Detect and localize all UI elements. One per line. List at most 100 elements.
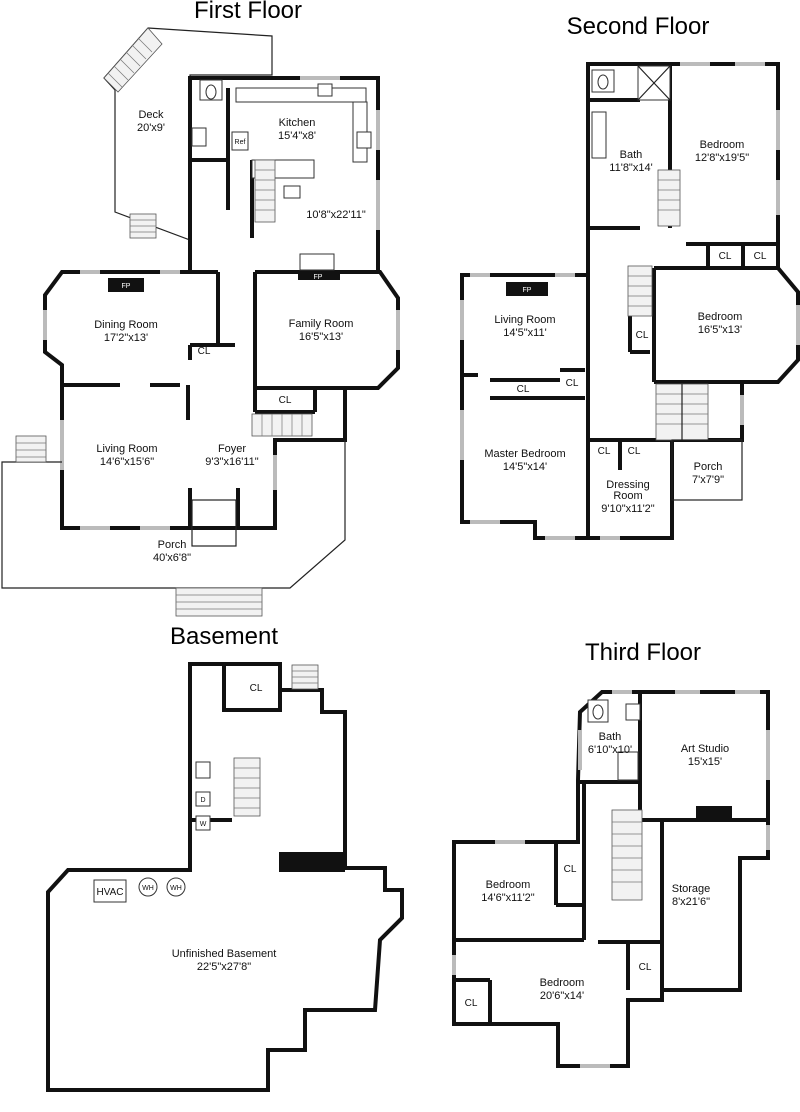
dining-fireplace	[108, 278, 144, 292]
basement-chimney	[279, 852, 345, 872]
vanity-icon	[591, 111, 607, 159]
art-studio-size: 15'x15'	[688, 756, 722, 768]
water-heater-1-icon	[138, 877, 158, 897]
master-bedroom-name: Master Bedroom	[484, 448, 565, 460]
kitchen-ext-size: 10'8"x22'11"	[306, 209, 366, 221]
second-closet-2: CL	[754, 251, 767, 262]
second-floor-title: Second Floor	[567, 13, 710, 40]
foyer-name: Foyer	[218, 443, 246, 455]
foyer-size: 9'3"x16'11"	[205, 456, 258, 468]
kitchen-sink-icon	[317, 83, 333, 97]
second-fp-label: FP	[523, 287, 532, 294]
dining-room-name: Dining Room	[94, 319, 158, 331]
first-floor-outer-wall	[43, 76, 400, 530]
second-floor: Second Floor	[460, 13, 800, 540]
unfinished-basement-name: Unfinished Basement	[172, 948, 277, 960]
third-floor-outer-wall	[452, 690, 770, 1068]
dressing-room-line1: Dressing	[606, 479, 649, 491]
porch-size: 40'x6'8"	[153, 552, 191, 564]
family-room-size: 16'5"x13'	[299, 331, 343, 343]
basement-closet-label: CL	[250, 683, 263, 694]
second-bedroom2-size: 16'5"x13'	[698, 324, 742, 336]
water-heater-2-icon	[166, 877, 186, 897]
third-bath-size: 6'10"x10'	[588, 744, 632, 756]
dining-room-size: 17'2"x13'	[104, 332, 148, 344]
basement-title: Basement	[170, 623, 278, 650]
second-bedroom2-name: Bedroom	[698, 311, 743, 323]
dryer-label: D	[200, 797, 205, 804]
art-studio-name: Art Studio	[681, 743, 729, 755]
third-floor-windows	[452, 690, 770, 1068]
basement: Basement D W CL HVAC WH WH Unfinished Ba…	[46, 623, 404, 1092]
living-room-name: Living Room	[96, 443, 157, 455]
second-porch-outline	[671, 439, 743, 501]
studio-fireplace	[696, 806, 732, 820]
second-bedroom1-size: 12'8"x19'5"	[695, 152, 749, 164]
first-floor-porch	[1, 435, 346, 617]
foyer-closet-label: CL	[279, 395, 292, 406]
third-floor-stairs	[611, 809, 643, 901]
dressing-room-size: 9'10"x11'2"	[601, 503, 654, 515]
second-closet-3: CL	[636, 330, 649, 341]
dryer-icon	[195, 791, 211, 807]
living-room-size: 14'6"x15'6"	[100, 456, 154, 468]
first-floor-title: First Floor	[194, 0, 302, 24]
third-closet-3: CL	[465, 998, 478, 1009]
second-floor-fixtures: FP	[506, 65, 709, 441]
powder-sink-icon	[191, 127, 207, 147]
second-bath-name: Bath	[620, 149, 643, 161]
second-closet-6: CL	[598, 446, 611, 457]
storage-size: 8'x21'6"	[672, 896, 710, 908]
deck-name: Deck	[138, 109, 164, 121]
third-closet-1: CL	[564, 864, 577, 875]
second-closet-5: CL	[566, 378, 579, 389]
third-bath-name: Bath	[599, 731, 622, 743]
third-bedroom1-name: Bedroom	[486, 879, 531, 891]
third-bedroom2-name: Bedroom	[540, 977, 585, 989]
wh-label-1: WH	[142, 885, 154, 892]
bathtub-icon	[617, 751, 639, 781]
second-rear-stairs	[657, 169, 681, 227]
third-closet-2: CL	[639, 962, 652, 973]
deck-stairs	[103, 27, 163, 239]
dressing-room-line2: Room	[613, 490, 642, 502]
family-room-name: Family Room	[289, 318, 354, 330]
second-living-size: 14'5"x11'	[503, 327, 546, 339]
second-floor-windows	[460, 62, 800, 540]
basement-outer-wall	[46, 662, 404, 1092]
hvac-label: HVAC	[96, 887, 123, 898]
ref-label: Ref	[235, 139, 246, 146]
foyer-stairs	[251, 413, 313, 437]
porch-name: Porch	[158, 539, 187, 551]
deck-size: 20'x9'	[137, 122, 165, 134]
third-bedroom2-size: 20'6"x14'	[540, 990, 584, 1002]
family-stove-icon	[299, 253, 335, 271]
second-closet-4: CL	[517, 384, 530, 395]
deck: Deck 20'x9'	[103, 27, 273, 241]
basement-interior: D W	[93, 662, 345, 903]
washer-label: W	[200, 821, 207, 828]
second-porch-name: Porch	[694, 461, 723, 473]
kitchen-size: 15'4"x8'	[278, 130, 316, 142]
hvac-unit	[93, 879, 127, 903]
kitchen-stairs	[254, 159, 276, 223]
second-fireplace	[506, 282, 548, 296]
kitchen-fixtures: Ref	[191, 79, 372, 271]
first-floor: First Floor Deck 20'x9'	[1, 0, 400, 617]
second-porch-size: 7'x7'9"	[692, 474, 724, 486]
second-mid-stairs	[627, 265, 653, 317]
third-floor: Third Floor	[452, 639, 770, 1068]
master-bedroom-size: 14'5"x14'	[503, 461, 547, 473]
third-floor-fixtures	[587, 699, 732, 901]
basement-stairs	[233, 757, 261, 817]
second-bath-size: 11'8"x14'	[609, 162, 652, 174]
kitchen-name: Kitchen	[279, 117, 316, 129]
refrigerator-icon	[231, 131, 249, 151]
third-floor-title: Third Floor	[585, 639, 701, 666]
third-bedroom1-size: 14'6"x11'2"	[481, 892, 534, 904]
second-closet-1: CL	[719, 251, 732, 262]
washer-icon	[195, 815, 211, 831]
second-living-name: Living Room	[494, 314, 555, 326]
dining-closet-label: CL	[198, 346, 211, 357]
